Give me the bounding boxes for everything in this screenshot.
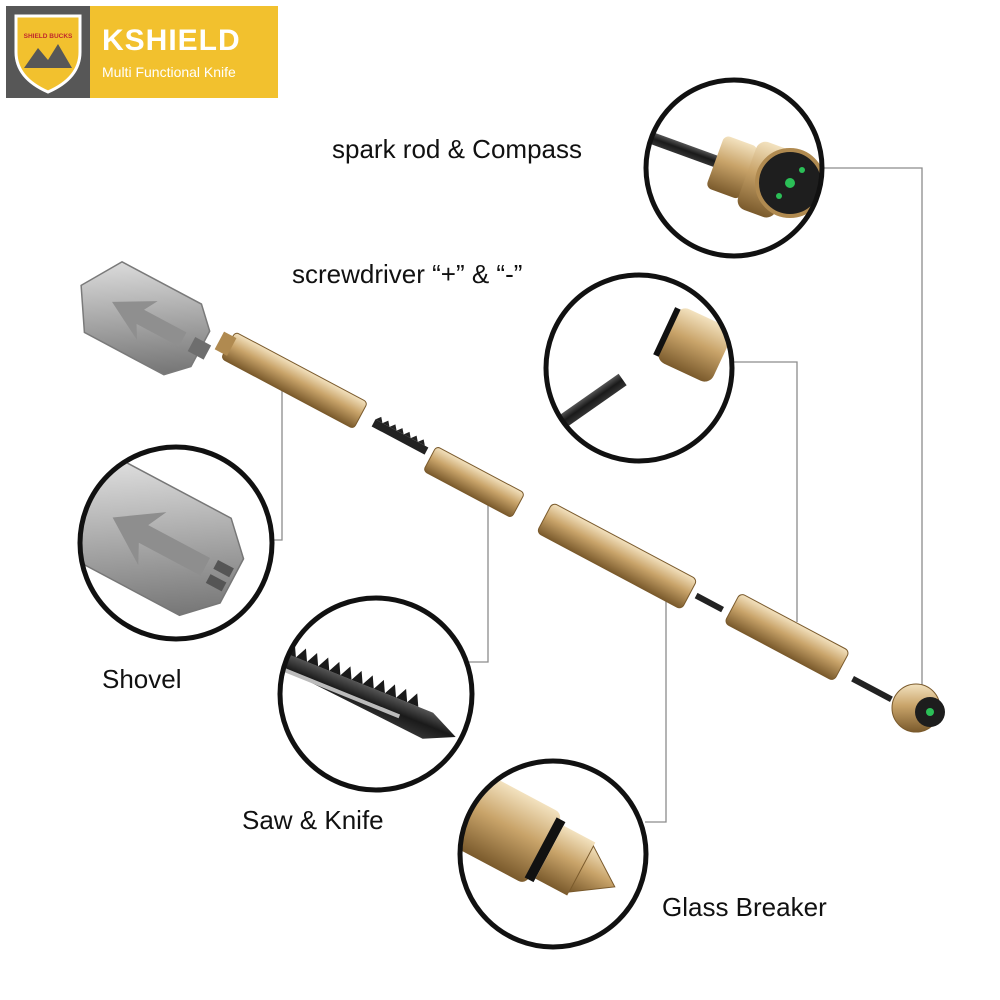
label-saw: Saw & Knife [242, 805, 384, 835]
detail-circle-shovel [77, 444, 275, 642]
shield-icon: SHIELD BUCKS [14, 14, 82, 94]
detail-circle-saw [277, 595, 475, 793]
brand-name: KSHIELD [102, 24, 241, 57]
shovel-head [80, 260, 212, 376]
logo-shield-panel: SHIELD BUCKS [6, 6, 90, 98]
line-spark-rod [822, 167, 923, 685]
logo-text-panel: KSHIELD Multi Functional Knife [90, 6, 278, 98]
line-screwdriver [732, 361, 798, 622]
line-glass [645, 598, 667, 823]
brand-logo: SHIELD BUCKS KSHIELD Multi Functional Kn… [6, 6, 278, 98]
label-screwdriver: screwdriver “+” & “-” [292, 259, 523, 289]
label-glass-breaker: Glass Breaker [662, 892, 827, 922]
shield-text: SHIELD BUCKS [24, 33, 73, 40]
assembled-tool [80, 260, 945, 733]
brand-tagline: Multi Functional Knife [102, 64, 236, 80]
line-saw [466, 492, 489, 663]
detail-circle-spark-rod [643, 77, 825, 259]
label-shovel: Shovel [102, 664, 182, 694]
label-spark-rod: spark rod & Compass [332, 134, 582, 164]
line-shovel [270, 390, 283, 541]
detail-circle-screwdriver [543, 272, 735, 464]
detail-circle-glass-breaker [457, 758, 649, 950]
